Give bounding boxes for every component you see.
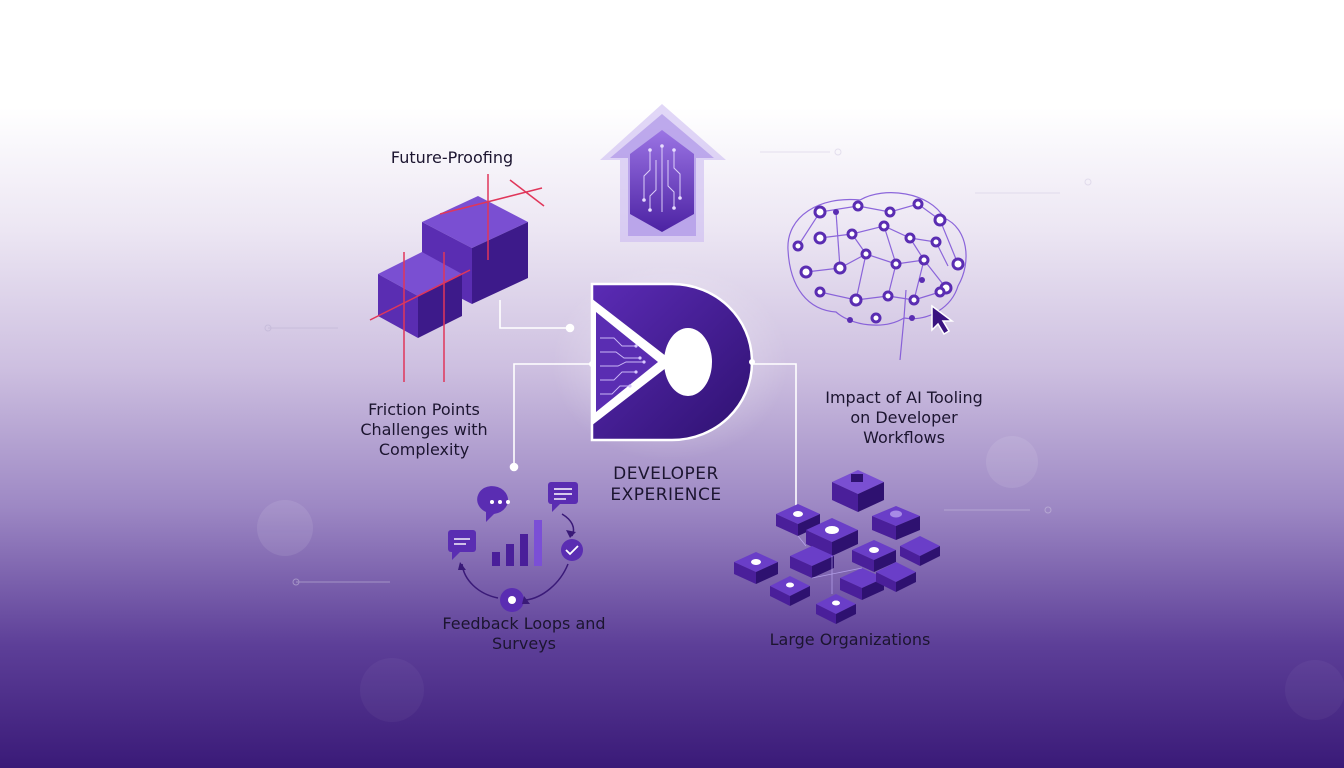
block xyxy=(840,568,884,600)
isometric-blocks-grid-icon xyxy=(734,470,940,624)
block xyxy=(872,506,920,540)
feedback-cycle-icon xyxy=(448,482,583,612)
block xyxy=(900,536,940,566)
block xyxy=(734,552,778,584)
label-developer-experience: DEVELOPER EXPERIENCE xyxy=(610,464,722,505)
connector-node xyxy=(509,462,519,472)
block xyxy=(770,576,810,606)
developer-experience-logo xyxy=(550,262,790,462)
block xyxy=(806,518,858,556)
circuit-arrow-up-icon xyxy=(600,104,726,242)
label-large-organizations: Large Organizations xyxy=(769,630,931,649)
block xyxy=(790,546,834,578)
label-future-proofing: Future-Proofing xyxy=(390,148,514,167)
block xyxy=(816,594,856,624)
neural-brain-icon xyxy=(787,192,967,361)
background-decor xyxy=(257,148,1344,722)
label-friction-points: Friction Points Challenges with Complexi… xyxy=(360,400,488,459)
block xyxy=(776,504,820,536)
label-feedback-loops: Feedback Loops and Surveys xyxy=(442,614,606,653)
cursor-arrow-icon xyxy=(931,304,955,336)
block xyxy=(876,562,916,592)
label-ai-tooling: Impact of AI Tooling on Developer Workfl… xyxy=(825,388,983,447)
isometric-cubes-icon xyxy=(369,174,545,382)
connector-future-proofing xyxy=(499,300,568,329)
block xyxy=(852,540,896,572)
